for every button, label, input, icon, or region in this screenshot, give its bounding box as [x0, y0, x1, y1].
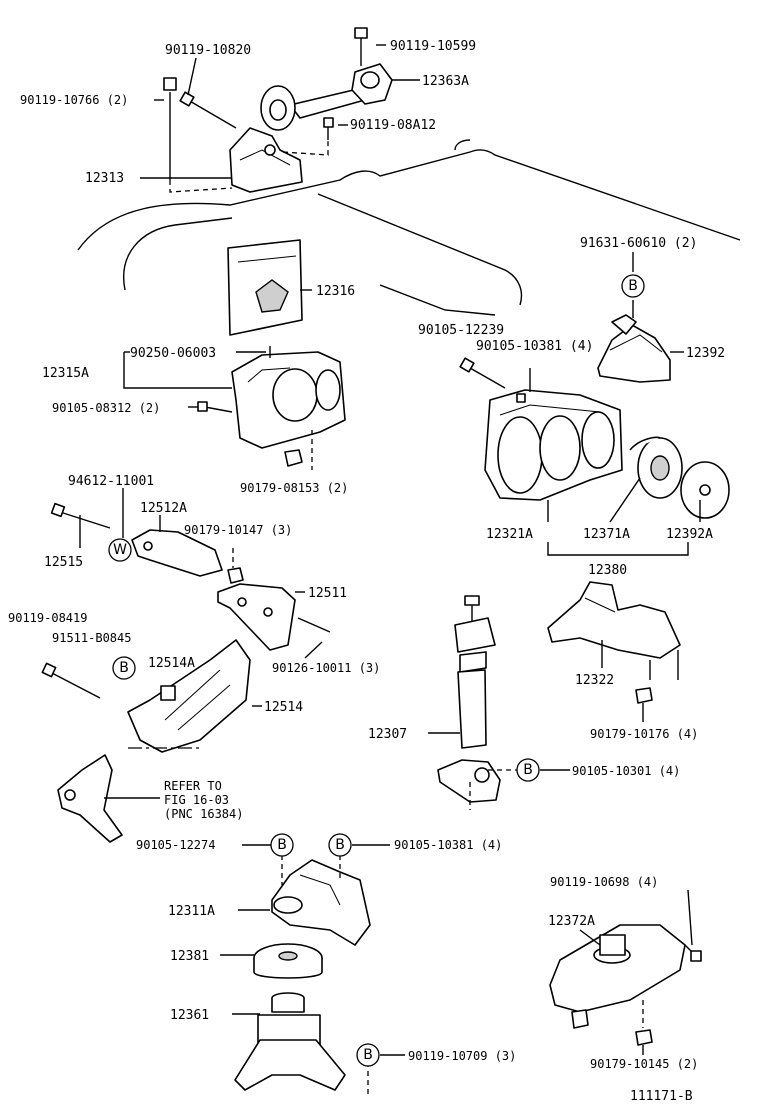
- figure-code: 111171-B: [630, 1089, 693, 1104]
- washer-12381: [253, 943, 323, 979]
- label-90179-10145: 90179-10145 (2): [590, 1057, 698, 1071]
- leader-lines: [79, 44, 701, 1056]
- label-91631-60610: 91631-60610 (2): [580, 236, 697, 251]
- label-90105-12274: 90105-12274: [136, 838, 215, 852]
- label-12316: 12316: [316, 284, 355, 299]
- label-12514: 12514: [264, 700, 303, 715]
- marker-b-91511: B: [112, 656, 136, 680]
- label-12313: 12313: [85, 171, 124, 186]
- label-12307: 12307: [368, 727, 407, 742]
- part-labels: 90119-10599 90119-10820 12363A 90119-107…: [8, 39, 725, 1104]
- label-refer-to: REFER TO: [164, 779, 222, 793]
- label-12363A: 12363A: [422, 74, 469, 89]
- bracket-12322: [547, 581, 681, 704]
- label-91511-B0845: 91511-B0845: [52, 631, 131, 645]
- label-12392A: 12392A: [666, 527, 713, 542]
- label-90126-10011: 90126-10011 (3): [272, 661, 380, 675]
- transmission-mount-12321A: [459, 357, 730, 556]
- label-12380: 12380: [588, 563, 627, 578]
- marker-b-90105-10381: B: [328, 833, 352, 857]
- label-12511: 12511: [308, 586, 347, 601]
- label-12372A: 12372A: [548, 914, 595, 929]
- mount-12372A: [549, 924, 702, 1046]
- label-12392: 12392: [686, 346, 725, 361]
- label-90119-10766: 90119-10766 (2): [20, 93, 128, 107]
- bracket-12514: [41, 639, 251, 753]
- svg-text:B: B: [277, 837, 287, 853]
- label-12514A: 12514A: [148, 656, 195, 671]
- label-90250-06003: 90250-06003: [130, 346, 216, 361]
- label-12322: 12322: [575, 673, 614, 688]
- bracket-12311A: [271, 855, 371, 946]
- marker-b-90105-10301: B: [516, 758, 540, 782]
- label-90119-10698: 90119-10698 (4): [550, 875, 658, 889]
- marker-b-90119-10709: B: [356, 1043, 380, 1067]
- svg-text:B: B: [363, 1047, 373, 1063]
- label-12315A: 12315A: [42, 366, 89, 381]
- bracket-fig-16-03: [57, 754, 123, 843]
- bracket-12313: [163, 77, 329, 193]
- cover-12392: [597, 300, 671, 383]
- label-90119-08A12: 90119-08A12: [350, 118, 436, 133]
- label-12515: 12515: [44, 555, 83, 570]
- bracket-12511: [217, 583, 331, 651]
- insulator-pad-12316: [227, 239, 303, 336]
- label-12361: 12361: [170, 1008, 209, 1023]
- label-12321A: 12321A: [486, 527, 533, 542]
- label-90119-10820: 90119-10820: [165, 43, 251, 58]
- marker-b-12392: B: [621, 274, 645, 298]
- marker-b-90105-12274: B: [270, 833, 294, 857]
- label-12512A: 12512A: [140, 501, 187, 516]
- bracket-12315A: [197, 346, 346, 470]
- label-90105-10381-lower: 90105-10381 (4): [394, 838, 502, 852]
- label-12371A: 12371A: [583, 527, 630, 542]
- shock-absorber-12307: [437, 595, 501, 810]
- bracket-12512A: [50, 502, 244, 584]
- label-12381: 12381: [170, 949, 209, 964]
- label-12311A: 12311A: [168, 904, 215, 919]
- marker-w-washer: W: [108, 538, 132, 562]
- label-90119-10709: 90119-10709 (3): [408, 1049, 516, 1063]
- label-90105-12239: 90105-12239: [418, 323, 504, 338]
- label-90179-08153: 90179-08153 (2): [240, 481, 348, 495]
- svg-text:W: W: [113, 542, 127, 558]
- label-90105-10301: 90105-10301 (4): [572, 764, 680, 778]
- svg-text:B: B: [523, 762, 533, 778]
- label-refer-fig: FIG 16-03: [164, 793, 229, 807]
- engine-outline: [77, 139, 741, 316]
- svg-text:B: B: [119, 660, 129, 676]
- label-90179-10176: 90179-10176 (4): [590, 727, 698, 741]
- label-94612-11001: 94612-11001: [68, 474, 154, 489]
- label-90179-10147: 90179-10147 (3): [184, 523, 292, 537]
- svg-text:B: B: [335, 837, 345, 853]
- label-90119-10599: 90119-10599: [390, 39, 476, 54]
- label-90105-08312: 90105-08312 (2): [52, 401, 160, 415]
- label-refer-pnc: (PNC 16384): [164, 807, 243, 821]
- label-90119-08419: 90119-08419: [8, 611, 87, 625]
- torque-rod-12363A: [179, 27, 393, 140]
- label-90105-10381-upper: 90105-10381 (4): [476, 339, 593, 354]
- svg-text:B: B: [628, 278, 638, 294]
- mount-12361: [234, 992, 369, 1095]
